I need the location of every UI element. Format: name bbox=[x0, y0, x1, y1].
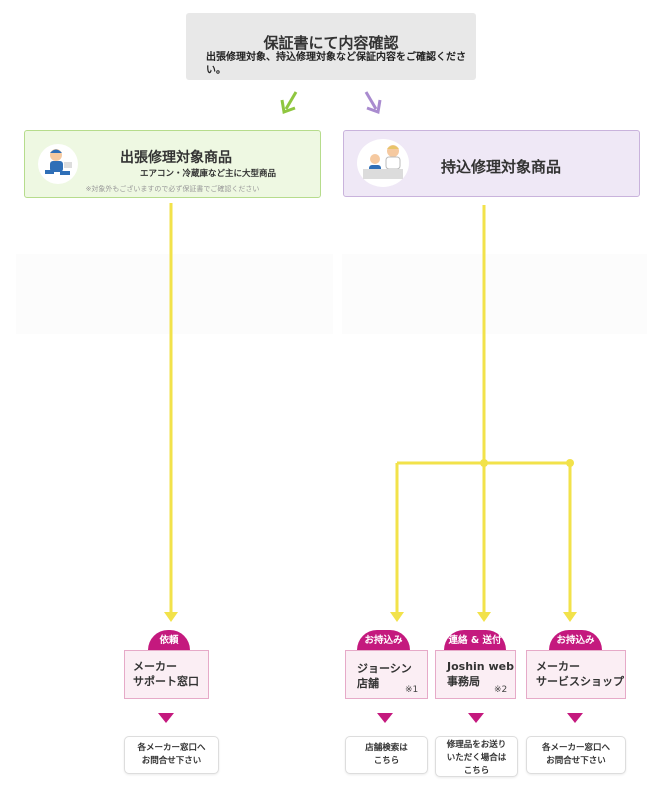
link-label[interactable]: 各メーカー窓口へ お問合せ下さい bbox=[137, 743, 206, 766]
repairman-running-icon bbox=[38, 144, 78, 184]
link-label[interactable]: 店舗検索は こちら bbox=[365, 743, 408, 766]
joshin-web-office-box bbox=[435, 650, 516, 699]
onsite-repair-subtitle: エアコン・冷蔵庫など主に大型商品 bbox=[140, 169, 277, 179]
joshin-store-box bbox=[345, 650, 428, 699]
carry-in-repair-title: 持込修理対象商品 bbox=[441, 158, 562, 176]
down-triangle-icon bbox=[377, 713, 393, 723]
purple-arrow-icon bbox=[364, 91, 382, 115]
down-triangle-icon bbox=[567, 713, 583, 723]
warranty-check-box bbox=[186, 13, 476, 80]
link-label[interactable]: 修理品をお送り いただく場合は こちら bbox=[446, 740, 507, 776]
link-label[interactable]: 各メーカー窓口へ お問合せ下さい bbox=[541, 743, 610, 766]
footnote-mark: ※1 bbox=[405, 685, 419, 695]
destination-badge: お持込み bbox=[549, 630, 602, 650]
destination-label: メーカー サービスショップ bbox=[536, 660, 624, 688]
footnote-mark: ※2 bbox=[494, 685, 508, 695]
manufacturer-contact-link[interactable] bbox=[124, 736, 219, 774]
destination-label: Joshin web 事務局 bbox=[447, 660, 514, 688]
manufacturer-support-box bbox=[124, 650, 209, 699]
service-counter-icon bbox=[357, 139, 409, 187]
onsite-repair-note: ※対象外もございますので必ず保証書でご確認ください bbox=[85, 185, 260, 193]
background-band bbox=[342, 254, 647, 334]
destination-label: メーカー サポート窓口 bbox=[133, 660, 199, 688]
destination-badge: お持込み bbox=[357, 630, 410, 650]
background-band bbox=[16, 254, 333, 334]
branch-arrows bbox=[280, 91, 382, 115]
manufacturer-contact-link[interactable] bbox=[526, 736, 626, 774]
down-triangle-icon bbox=[158, 713, 174, 723]
destination-label: ジョーシン 店舗 bbox=[357, 662, 412, 690]
send-repair-link[interactable] bbox=[435, 736, 518, 777]
maker-service-shop-box bbox=[526, 650, 626, 699]
onsite-repair-title: 出張修理対象商品 bbox=[120, 150, 232, 166]
store-search-link[interactable] bbox=[345, 736, 428, 774]
destination-badge: 連絡 & 送付 bbox=[444, 630, 506, 650]
green-arrow-icon bbox=[280, 91, 298, 115]
warranty-check-title: 保証書にて内容確認 bbox=[263, 34, 399, 52]
warranty-check-description: 出張修理対象、持込修理対象など保証内容をご確認ください。 bbox=[206, 52, 466, 76]
down-triangle-icon bbox=[468, 713, 484, 723]
destination-badge: 依頼 bbox=[148, 630, 190, 650]
